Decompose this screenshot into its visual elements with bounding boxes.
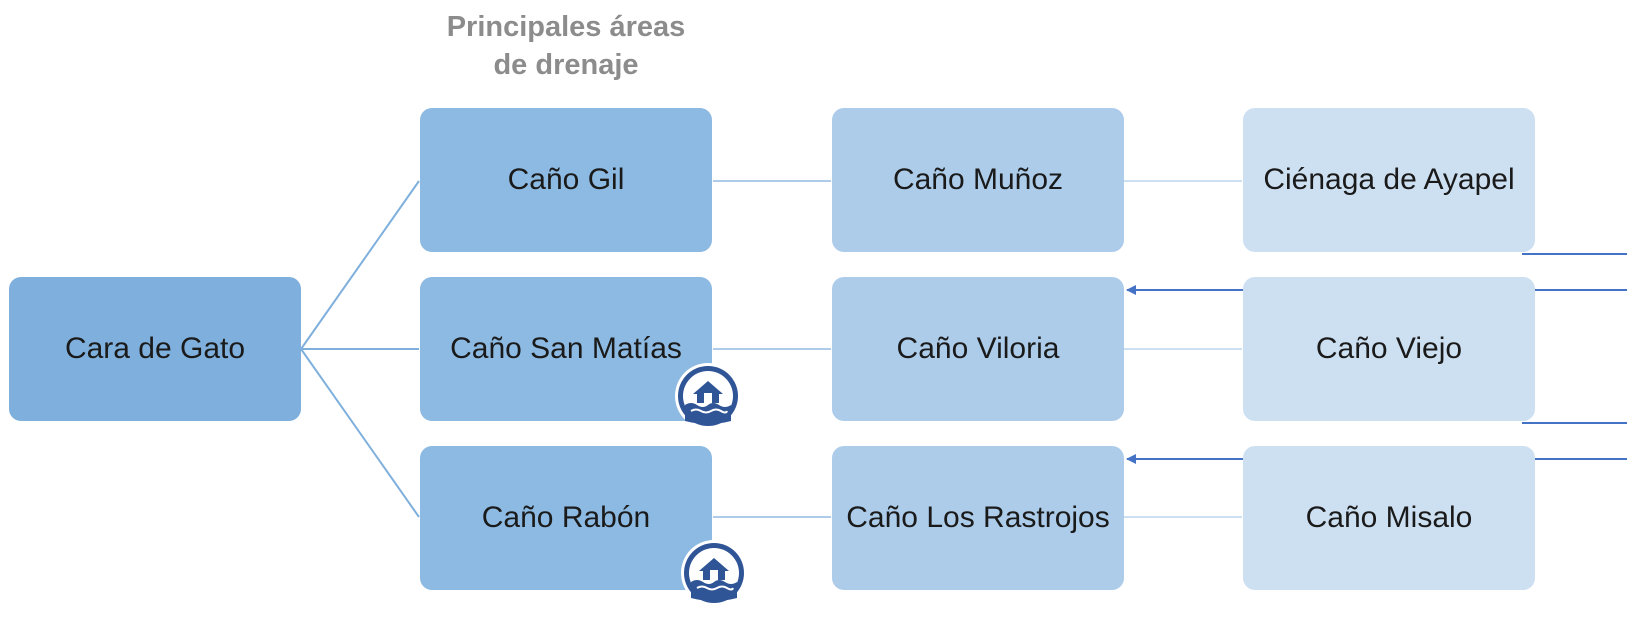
node-label: Caño Los Rastrojos xyxy=(846,501,1110,534)
node-label: Caño San Matías xyxy=(450,332,682,365)
node-cano-los-rastrojos: Caño Los Rastrojos xyxy=(832,446,1124,590)
title-line-1: Principales áreas xyxy=(446,11,686,43)
node-cienaga-de-ayapel: Ciénaga de Ayapel xyxy=(1243,108,1535,252)
flooded-house-icon xyxy=(681,540,747,606)
link-root-gil xyxy=(300,180,420,350)
node-label: Caño Muñoz xyxy=(892,163,1064,196)
title-line-2: de drenaje xyxy=(493,49,639,81)
node-label: Caño Gil xyxy=(507,163,625,196)
node-label: Caño Rabón xyxy=(481,501,651,534)
node-label: Caño Misalo xyxy=(1305,501,1473,534)
node-cano-rabon: Caño Rabón xyxy=(420,446,712,590)
node-cano-viejo: Caño Viejo xyxy=(1243,277,1535,421)
flooded-house-icon xyxy=(675,363,741,429)
node-cano-viloria: Caño Viloria xyxy=(832,277,1124,421)
node-label: Caño Viloria xyxy=(896,332,1060,365)
node-cano-munoz: Caño Muñoz xyxy=(832,108,1124,252)
node-cano-gil: Caño Gil xyxy=(420,108,712,252)
node-label: Cara de Gato xyxy=(64,332,246,365)
node-cara-de-gato: Cara de Gato xyxy=(9,277,301,421)
node-cano-misalo: Caño Misalo xyxy=(1243,446,1535,590)
node-cano-san-matias: Caño San Matías xyxy=(420,277,712,421)
link-root-rabon xyxy=(300,348,420,518)
node-label: Caño Viejo xyxy=(1315,332,1463,365)
node-label: Ciénaga de Ayapel xyxy=(1263,163,1515,196)
diagram-title: Principales áreas de drenaje xyxy=(420,8,712,84)
